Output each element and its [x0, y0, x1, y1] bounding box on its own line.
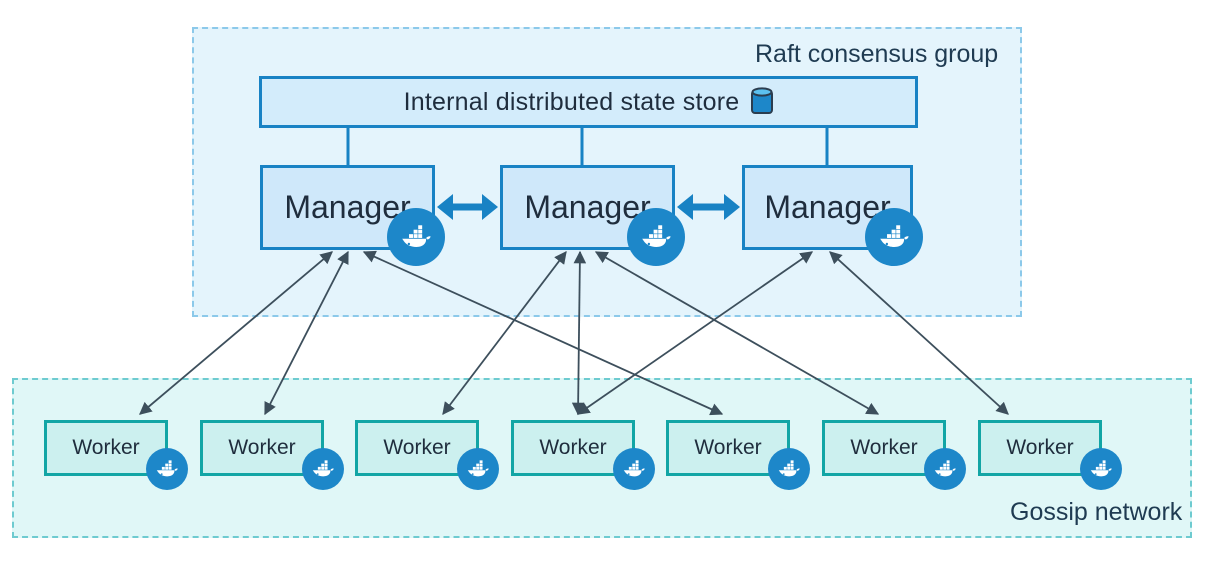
manager-peer-arrow-2 [677, 194, 740, 220]
worker-label: Worker [1006, 436, 1074, 459]
edge-manager-1-to-worker-1 [139, 251, 333, 415]
worker-label: Worker [539, 436, 607, 459]
manager-peer-arrow-1 [437, 194, 498, 220]
edge-manager-3-to-worker-7 [829, 251, 1009, 415]
worker-label: Worker [72, 436, 140, 459]
manager-worker-edges [139, 250, 1009, 416]
internal-distributed-state-store[interactable]: Internal distributed state store [259, 76, 918, 128]
worker-label: Worker [850, 436, 918, 459]
edge-manager-1-to-worker-2 [264, 250, 349, 416]
edge-manager-3-to-worker-4 [576, 251, 814, 415]
docker-whale-icon-manager-1 [387, 208, 445, 266]
docker-whale-icon-manager-3 [865, 208, 923, 266]
state-store-connectors [346, 128, 829, 165]
manager-label: Manager [284, 189, 411, 225]
edge-manager-2-to-worker-4 [571, 250, 587, 416]
docker-whale-icon-worker-2 [302, 448, 344, 490]
edge-manager-2-to-worker-3 [442, 250, 567, 416]
worker-label: Worker [228, 436, 296, 459]
worker-label: Worker [383, 436, 451, 459]
worker-node-4[interactable]: Worker [511, 420, 635, 476]
docker-whale-icon-worker-1 [146, 448, 188, 490]
worker-node-2[interactable]: Worker [200, 420, 324, 476]
docker-whale-icon-worker-4 [613, 448, 655, 490]
docker-whale-icon-worker-3 [457, 448, 499, 490]
docker-whale-icon-worker-7 [1080, 448, 1122, 490]
database-cylinder-icon [751, 87, 774, 117]
raft-consensus-group-label: Raft consensus group [755, 40, 999, 68]
gossip-network-label: Gossip network [1010, 498, 1183, 526]
manager-peer-arrows [437, 194, 740, 220]
docker-whale-icon-worker-6 [924, 448, 966, 490]
worker-label: Worker [694, 436, 762, 459]
edge-manager-1-to-worker-5 [362, 250, 724, 416]
docker-whale-icon-worker-5 [768, 448, 810, 490]
state-store-label: Internal distributed state store [403, 87, 740, 116]
edge-manager-2-to-worker-6 [594, 251, 880, 415]
manager-label: Manager [524, 189, 651, 225]
docker-whale-icon-manager-2 [627, 208, 685, 266]
